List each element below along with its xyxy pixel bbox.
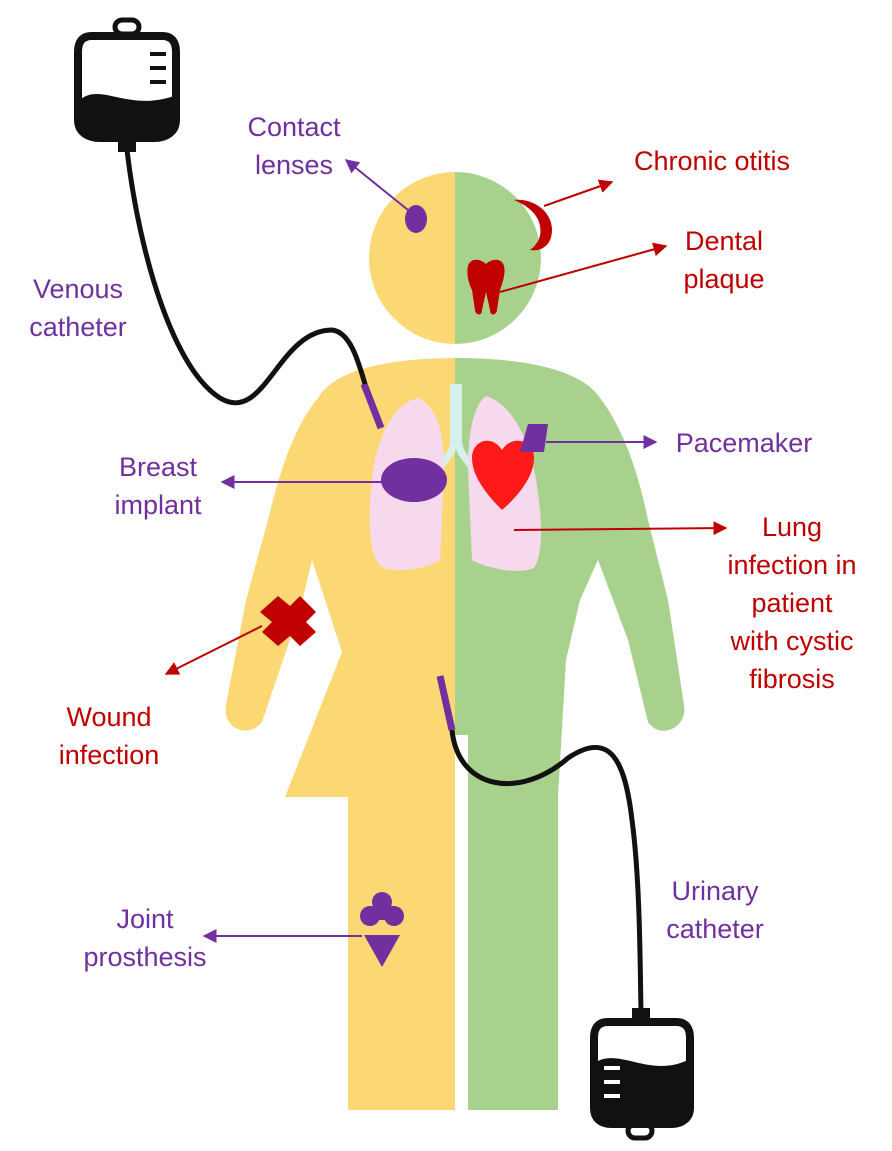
urine-bag-icon: [594, 1008, 690, 1138]
label-venous-catheter: Venous catheter: [10, 270, 146, 346]
label-chronic-otitis: Chronic otitis: [612, 142, 812, 180]
venous-catheter-tube: [127, 150, 365, 403]
label-wound-infection: Wound infection: [36, 698, 182, 774]
label-joint-prosthesis: Joint prosthesis: [70, 900, 220, 976]
label-contact-lenses: Contact lenses: [232, 108, 356, 184]
label-pacemaker: Pacemaker: [662, 424, 826, 462]
label-breast-implant: Breast implant: [96, 448, 220, 524]
breast-implant-icon: [381, 458, 447, 502]
label-urinary-catheter: Urinary catheter: [650, 872, 780, 948]
label-dental-plaque: Dental plaque: [666, 222, 782, 298]
label-lung-infection: Lung infection in patient with cystic fi…: [714, 508, 870, 698]
arrow-chronic-otitis: [544, 182, 612, 206]
iv-bag-icon: [78, 20, 176, 152]
